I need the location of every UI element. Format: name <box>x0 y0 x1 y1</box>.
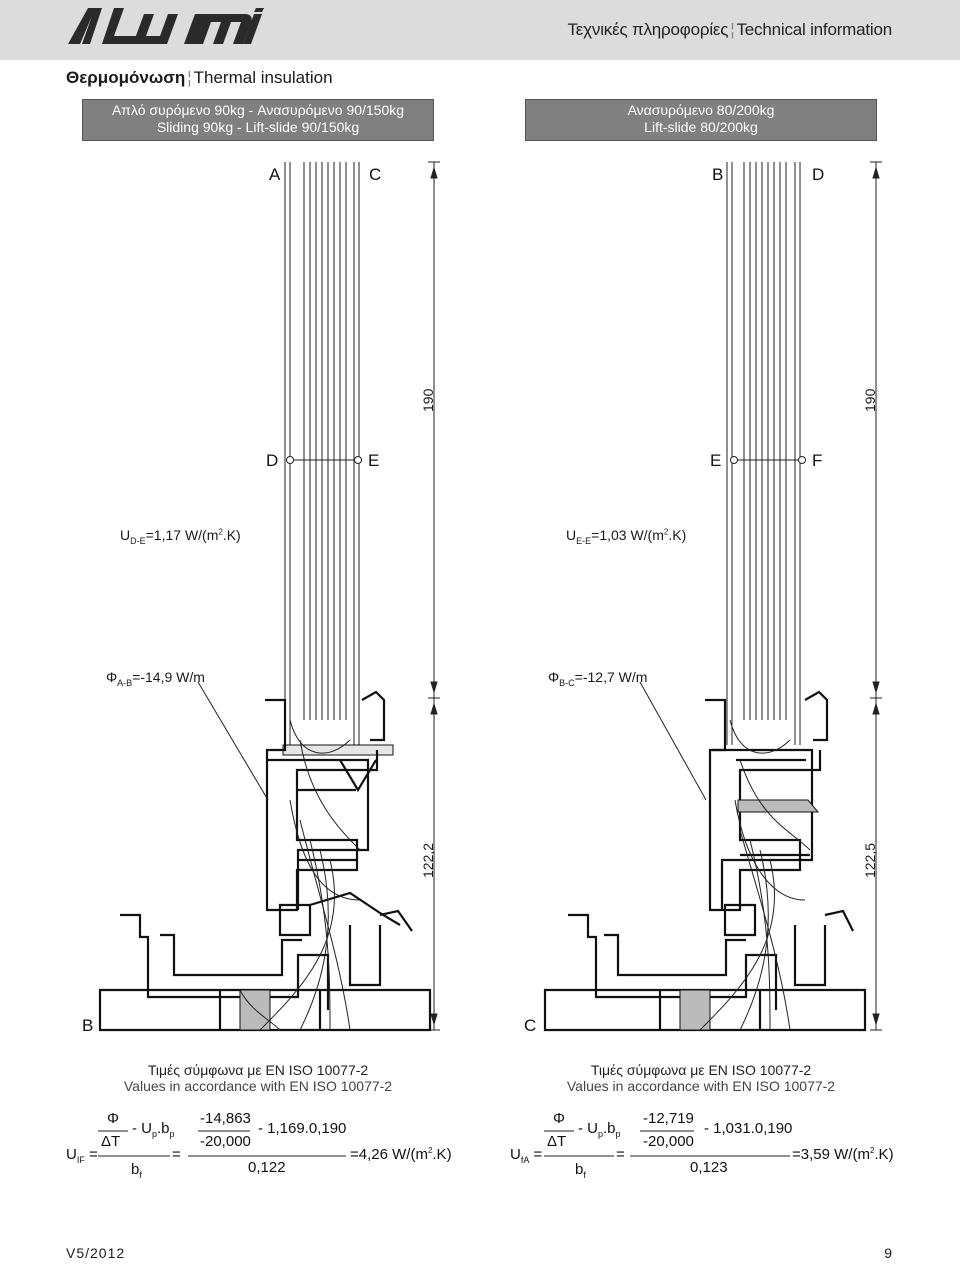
right-point-e: E <box>710 451 722 470</box>
right-flux-lines <box>699 719 811 1031</box>
right-point-c: C <box>524 1016 537 1035</box>
left-point-e: E <box>368 451 380 470</box>
left-formula-dt: ΔT <box>101 1133 121 1150</box>
left-formula-eq: = <box>172 1146 181 1163</box>
section-separator: ¦ <box>187 68 192 87</box>
section-title-en: Thermal insulation <box>193 68 333 87</box>
right-note-gr: Τιμές σύμφωνα με EN ISO 10077-2 <box>590 1062 812 1078</box>
right-formula-bf: bf <box>575 1161 586 1180</box>
right-phi-value: ΦB-C=-12,7 W/m <box>548 669 648 688</box>
left-u-value: UD-E=1,17 W/(m2.K) <box>120 527 241 546</box>
header-separator: ¦ <box>730 20 735 39</box>
left-formula-bf-text: b <box>131 1161 140 1178</box>
left-u-sub: D-E <box>130 535 146 546</box>
left-note: Τιμές σύμφωνα με EN ISO 10077-2 Values i… <box>82 1062 434 1094</box>
right-point-b: B <box>712 165 724 184</box>
right-formula-result: =3,59 W/(m2.K) <box>792 1146 894 1163</box>
right-formula-bars <box>544 1130 790 1157</box>
right-formula-eq: = <box>616 1146 625 1163</box>
right-formula-num: -12,719 <box>643 1110 694 1127</box>
left-formula-result: =4,26 W/(m2.K) <box>350 1146 452 1163</box>
right-u-value: UE-E=1,03 W/(m2.K) <box>566 527 687 546</box>
left-dim-upper: 190 <box>420 388 436 412</box>
left-formula-phi: Φ <box>107 1110 119 1127</box>
right-formula-up: - Up.bp <box>578 1120 621 1139</box>
left-frame-profile <box>98 690 432 1032</box>
right-glazing <box>726 162 801 745</box>
footer-page-number: 9 <box>884 1245 892 1261</box>
left-formula-divisor: 0,122 <box>248 1159 286 1176</box>
right-formula-den: -20,000 <box>643 1133 694 1150</box>
left-formula-bars <box>98 1130 346 1157</box>
left-point-a: A <box>269 165 281 184</box>
right-band: Ανασυρόμενο 80/200kg Lift-slide 80/200kg <box>525 99 877 141</box>
right-formula-bf-text: b <box>575 1161 584 1178</box>
left-formula-tail: - 1,169.0,190 <box>258 1120 347 1137</box>
section-title: Θερμομόνωση¦Thermal insulation <box>66 68 333 88</box>
left-formula-up: - Up.bp <box>132 1120 175 1139</box>
right-phi-sub: B-C <box>559 677 575 688</box>
right-point-d: D <box>812 165 825 184</box>
right-u-sup: 2 <box>663 527 669 537</box>
left-formula-result-text: =4,26 W/(m <box>350 1146 428 1163</box>
header-title-gr: Τεχνικές πληροφορίες <box>567 20 729 39</box>
left-flux-lines <box>239 719 361 1031</box>
left-formula-symbol-sub: IF <box>76 1155 85 1165</box>
header-title-en: Technical information <box>736 20 893 39</box>
right-formula-result-text: =3,59 W/(m <box>792 1146 870 1163</box>
left-formula-den: -20,000 <box>200 1133 251 1150</box>
right-u-text: =1,03 W/(m <box>591 527 664 543</box>
left-leader-line <box>197 681 269 801</box>
left-band-line1: Απλό συρόμενο 90kg - Ανασυρόμενο 90/150k… <box>111 102 405 118</box>
section-title-gr: Θερμομόνωση <box>66 68 186 87</box>
left-point-c: C <box>369 165 382 184</box>
right-phi-text: =-12,7 W/m <box>574 669 648 685</box>
right-point-f: F <box>812 451 823 470</box>
left-note-en: Values in accordance with EN ISO 10077-2 <box>123 1078 393 1094</box>
left-formula-symbol: UIF = <box>66 1146 98 1165</box>
right-dimensions <box>870 161 882 1031</box>
right-formula-tail: - 1,031.0,190 <box>704 1120 793 1137</box>
right-leader-line <box>639 681 707 801</box>
left-band: Απλό συρόμενο 90kg - Ανασυρόμενο 90/150k… <box>82 99 434 141</box>
right-band-line2: Lift-slide 80/200kg <box>644 119 758 135</box>
left-phi-text: =-14,9 W/m <box>132 669 205 685</box>
right-u-sub: E-E <box>576 535 592 546</box>
left-point-b: B <box>82 1016 94 1035</box>
left-phi-sub: A-B <box>117 677 133 688</box>
footer-version: V5/2012 <box>66 1245 126 1261</box>
left-point-d: D <box>266 451 279 470</box>
right-note: Τιμές σύμφωνα με EN ISO 10077-2 Values i… <box>525 1062 877 1094</box>
left-formula-bf: bf <box>131 1161 142 1180</box>
left-u-sup: 2 <box>218 527 223 537</box>
right-band-line1: Ανασυρόμενο 80/200kg <box>627 102 775 118</box>
right-dim-lower: 122,5 <box>862 842 878 878</box>
header-title: Τεχνικές πληροφορίες¦Technical informati… <box>567 20 892 40</box>
left-formula-num: -14,863 <box>200 1110 251 1127</box>
left-dim-lower: 122,2 <box>420 842 436 878</box>
right-formula-symbol: UfA = <box>510 1146 543 1165</box>
right-formula-phi: Φ <box>553 1110 565 1127</box>
left-note-gr: Τιμές σύμφωνα με EN ISO 10077-2 <box>147 1062 369 1078</box>
left-band-line2: Sliding 90kg - Lift-slide 90/150kg <box>156 119 360 135</box>
right-measure-line <box>730 456 806 464</box>
header-bar <box>0 0 960 60</box>
left-phi-value: ΦA-B=-14,9 W/m <box>106 669 205 688</box>
right-frame-profile <box>543 690 867 1032</box>
right-formula-dt: ΔT <box>547 1133 567 1150</box>
right-formula-symbol-sub: fA <box>520 1155 530 1165</box>
alumil-logo <box>68 8 264 44</box>
left-dimensions <box>428 161 440 1031</box>
right-formula-divisor: 0,123 <box>690 1159 728 1176</box>
left-glazing <box>284 162 360 745</box>
right-note-en: Values in accordance with EN ISO 10077-2 <box>566 1078 836 1094</box>
left-measure-line <box>286 456 362 464</box>
left-u-text: =1,17 W/(m <box>145 527 219 543</box>
right-dim-upper: 190 <box>862 388 878 412</box>
